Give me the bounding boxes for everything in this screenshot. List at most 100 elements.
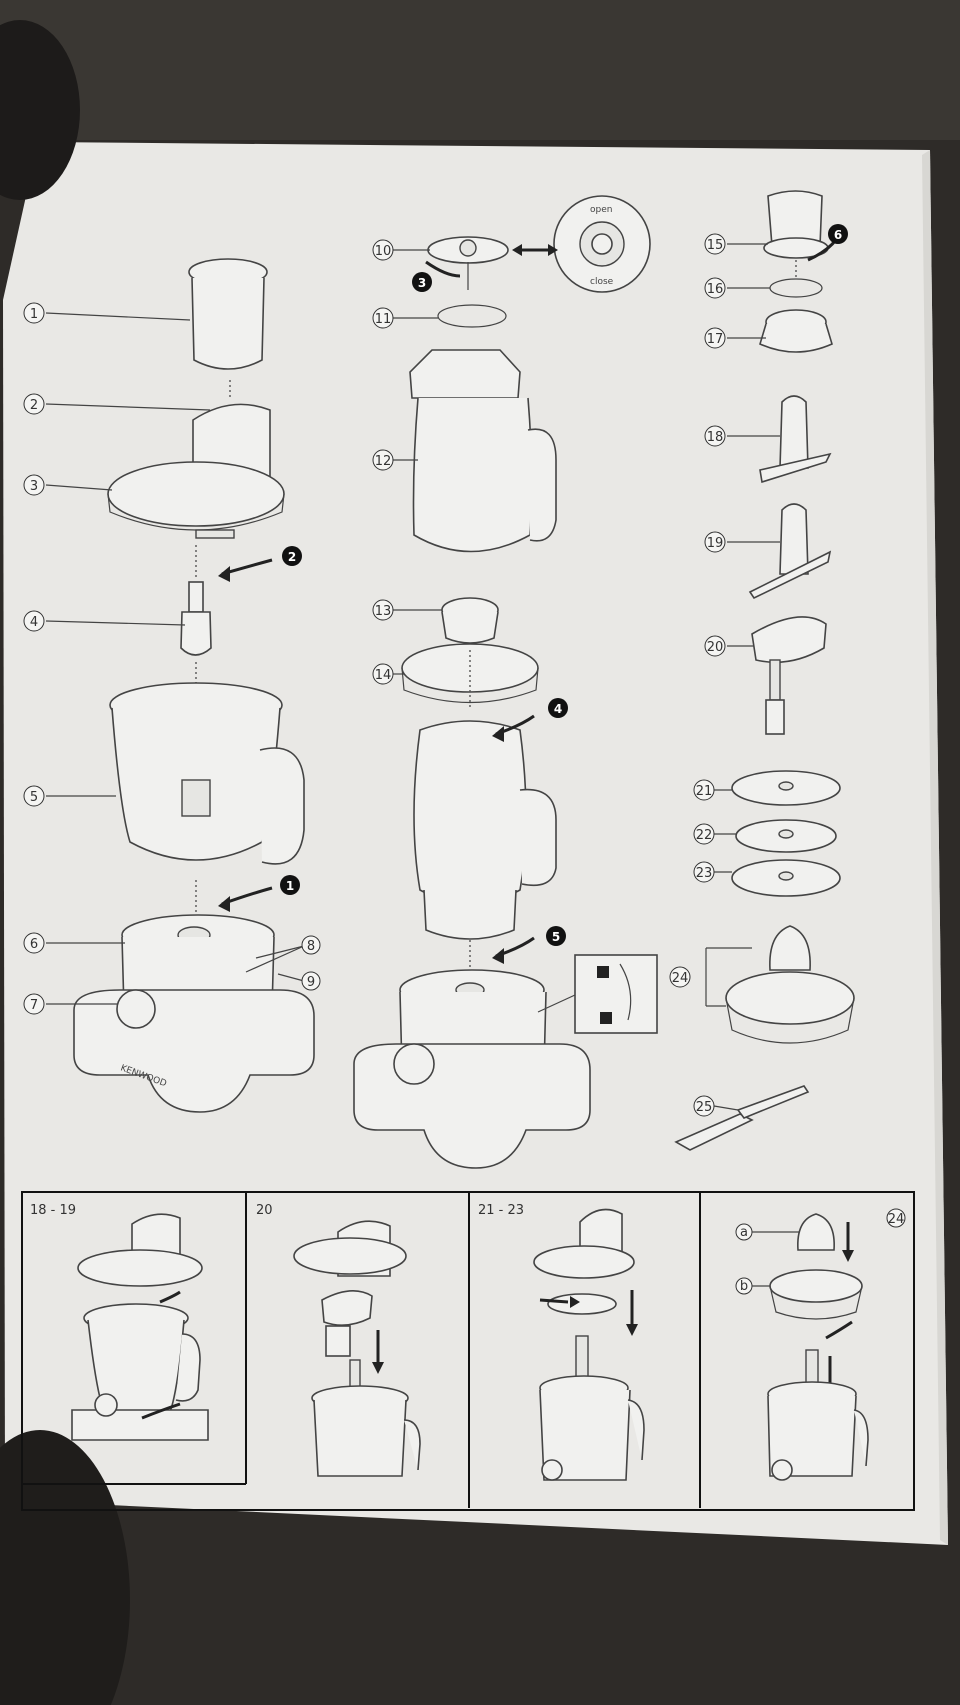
part-23: 23 — [693, 861, 715, 883]
part-17: 17 — [704, 327, 726, 349]
bowl-handle — [259, 747, 305, 865]
knife-blade-19 — [779, 503, 809, 575]
svg-text:18: 18 — [707, 430, 724, 445]
panel-24: 24 a b — [735, 1208, 906, 1481]
svg-text:14: 14 — [375, 668, 392, 683]
svg-text:18 - 19: 18 - 19 — [30, 1203, 76, 1218]
whisk-blades — [765, 699, 785, 735]
mill-top — [767, 190, 823, 247]
open-mark: open — [590, 205, 612, 215]
svg-text:1: 1 — [286, 879, 294, 893]
svg-text:23: 23 — [696, 866, 713, 881]
svg-text:12: 12 — [375, 454, 392, 469]
svg-text:15: 15 — [707, 238, 724, 253]
svg-text:2: 2 — [30, 398, 38, 413]
svg-text:6: 6 — [834, 228, 842, 242]
part-24: 24 — [669, 966, 691, 988]
part-4: 4 — [23, 610, 45, 632]
svg-text:4: 4 — [30, 615, 38, 630]
part-12: 12 — [372, 449, 394, 471]
part-21: 21 — [693, 779, 715, 801]
close-mark: close — [590, 277, 614, 287]
right-label-lines — [713, 243, 780, 1111]
goblet-top — [409, 349, 521, 399]
svg-text:22: 22 — [696, 828, 713, 843]
svg-text:a: a — [740, 1225, 748, 1240]
jug-body — [413, 720, 527, 905]
part-11: 11 — [372, 307, 394, 329]
svg-text:13: 13 — [375, 604, 392, 619]
svg-text:1: 1 — [30, 307, 38, 322]
step-markers: 1 2 3 4 5 6 — [218, 224, 848, 964]
accessory-group — [674, 190, 855, 1151]
part-25: 25 — [693, 1095, 715, 1117]
svg-text:9: 9 — [307, 975, 315, 990]
speed-knob — [116, 989, 156, 1029]
part-3: 3 — [23, 474, 45, 496]
part-1: 1 — [23, 302, 45, 324]
food-processor-group: KENWOOD — [73, 258, 315, 1113]
part-6: 6 — [23, 932, 45, 954]
lid-tab — [195, 529, 235, 539]
panel-20: 20 — [256, 1203, 421, 1477]
svg-text:5: 5 — [30, 790, 38, 805]
drive-shaft — [180, 611, 212, 656]
part-18: 18 — [704, 425, 726, 447]
middle-label-lines — [392, 249, 442, 675]
svg-text:24: 24 — [888, 1212, 905, 1227]
svg-text:20: 20 — [707, 640, 724, 655]
jug-handle — [519, 788, 557, 887]
spatula — [674, 1113, 754, 1151]
svg-text:10: 10 — [375, 244, 392, 259]
lock-indicator-box — [574, 954, 658, 1034]
svg-text:b: b — [740, 1279, 748, 1294]
step-6: 6 — [828, 224, 848, 244]
part-16: 16 — [704, 277, 726, 299]
svg-text:6: 6 — [30, 937, 38, 952]
blender-speed-knob — [393, 1043, 435, 1085]
lid — [107, 461, 285, 527]
blender-group: open close — [353, 195, 658, 1169]
part-2: 2 — [23, 393, 45, 415]
svg-text:16: 16 — [707, 282, 724, 297]
svg-text:20: 20 — [256, 1203, 273, 1218]
part-15: 15 — [704, 233, 726, 255]
part-20: 20 — [704, 635, 726, 657]
citrus-sieve — [725, 971, 855, 1025]
svg-text:7: 7 — [30, 998, 38, 1013]
citrus-cone — [769, 925, 811, 971]
svg-text:19: 19 — [707, 536, 724, 551]
assembly-panels: 18 - 19 20 21 - 23 — [21, 1191, 915, 1511]
pusher-body — [191, 277, 265, 370]
step-5: 5 — [546, 926, 566, 946]
knife-blade-18 — [779, 395, 809, 469]
svg-text:17: 17 — [707, 332, 724, 347]
part-19: 19 — [704, 531, 726, 553]
panel-21-23: 21 - 23 — [478, 1203, 645, 1481]
part-labels: 1 2 3 4 5 6 7 8 9 10 11 12 13 14 15 16 1… — [23, 233, 726, 1117]
svg-text:24: 24 — [672, 971, 689, 986]
step-2: 2 — [282, 546, 302, 566]
goblet-handle — [527, 428, 557, 542]
svg-text:3: 3 — [30, 479, 38, 494]
svg-text:21 - 23: 21 - 23 — [478, 1203, 524, 1218]
step-4: 4 — [548, 698, 568, 718]
part-9: 9 — [301, 971, 321, 991]
part-13: 13 — [372, 599, 394, 621]
part-22: 22 — [693, 823, 715, 845]
goblet-body — [412, 397, 533, 553]
svg-text:2: 2 — [288, 550, 296, 564]
jug-base — [423, 889, 517, 940]
part-14: 14 — [372, 663, 394, 685]
paper-edge — [922, 150, 948, 1545]
left-label-lines — [45, 312, 305, 1005]
part-7: 7 — [23, 993, 45, 1015]
svg-text:25: 25 — [696, 1100, 713, 1115]
dark-object-top — [0, 20, 80, 200]
svg-text:5: 5 — [552, 930, 560, 944]
drive-shaft-top — [188, 581, 204, 613]
svg-text:4: 4 — [554, 702, 562, 716]
bowl-spindle — [181, 779, 211, 817]
svg-text:3: 3 — [418, 276, 426, 290]
